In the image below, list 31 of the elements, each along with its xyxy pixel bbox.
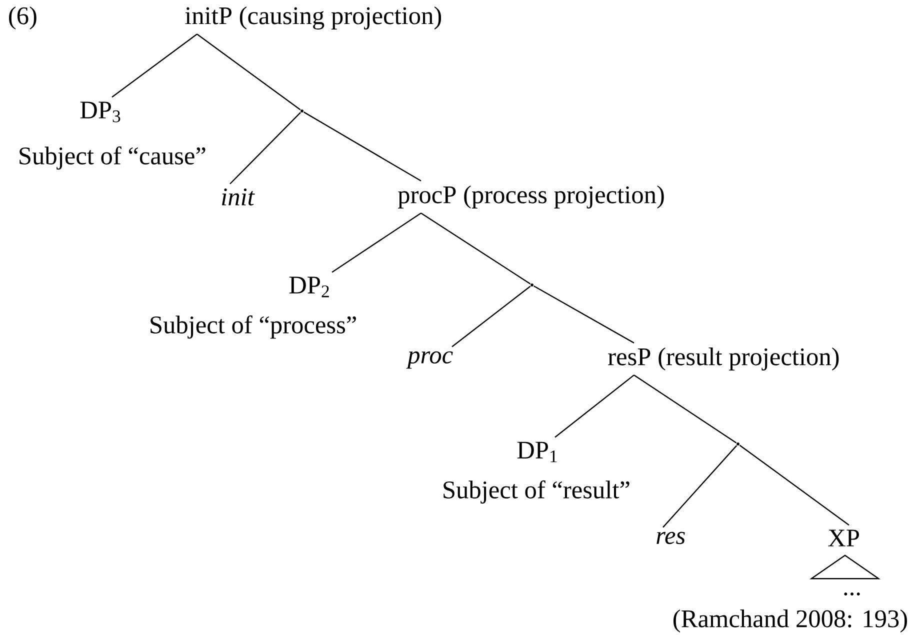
branch-line: [739, 444, 850, 526]
tree-label: proc: [406, 351, 453, 369]
tree-label: DP$_{3}$: [80, 102, 120, 122]
branch-point: [300, 110, 304, 112]
tree-label: DP$_{1}$: [517, 442, 557, 462]
branch-line: [634, 374, 737, 444]
branch-line: [112, 34, 198, 98]
tree-label: XP: [828, 530, 859, 546]
branch-point: [736, 442, 740, 446]
example-number: (6): [9, 6, 36, 30]
branch-line: [662, 445, 738, 528]
branch-line: [420, 212, 531, 284]
tree-label: resP (result projection): [608, 348, 839, 370]
branch-line: [332, 212, 422, 273]
tree-label: init: [222, 188, 255, 206]
branch-line: [554, 374, 634, 438]
branch-line: [196, 34, 301, 110]
node-caption: Subject of “process”: [150, 315, 356, 339]
tree-label: procP (process projection): [398, 186, 664, 208]
node-caption: Subject of “cause”: [20, 146, 206, 170]
source-citation: (Ramchand 2008: 193): [674, 610, 907, 632]
tree-label: res: [656, 532, 685, 544]
node-caption: ...: [844, 592, 860, 596]
branch-line: [452, 286, 531, 348]
node-caption: Subject of “result”: [444, 480, 630, 504]
tree-label: initP (causing projection): [185, 6, 442, 30]
branch-line: [230, 112, 301, 184]
branch-line: [534, 286, 634, 344]
branch-line: [303, 112, 422, 182]
branch-point: [530, 284, 534, 286]
tree-label: DP$_{2}$: [289, 276, 329, 298]
